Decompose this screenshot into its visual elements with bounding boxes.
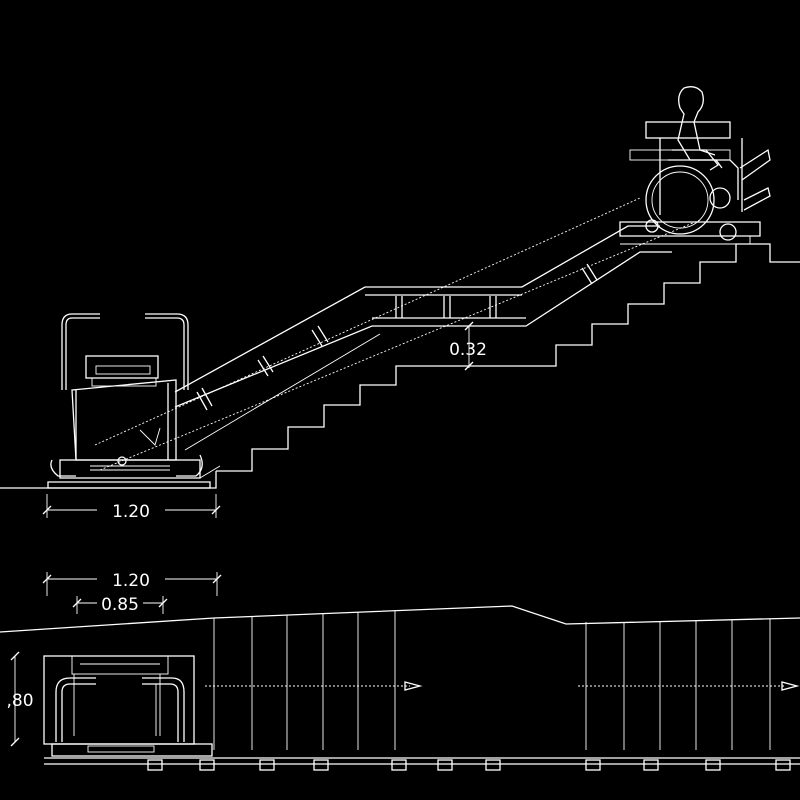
plan-rail-supports xyxy=(147,759,791,771)
stair-upper-flight xyxy=(520,243,800,367)
wheelchair-user-figure xyxy=(668,86,739,200)
elevation-view: 1.20 0.32 xyxy=(0,86,800,522)
plan-view: 1.20 0.85 ,80 xyxy=(0,571,800,771)
dim-label-plan-depth: ,80 xyxy=(6,691,33,711)
plan-top-edge xyxy=(0,605,800,633)
plan-stair-treads xyxy=(213,611,771,750)
dimension-plan-platform: 0.85 xyxy=(72,595,168,615)
dimension-plan-depth: ,80 xyxy=(6,651,34,747)
plan-platform-lift xyxy=(43,655,213,757)
ground-line-lower xyxy=(0,471,217,489)
dim-label-plan-overall: 1.20 xyxy=(112,571,150,591)
lower-platform-lift xyxy=(47,313,211,489)
dimension-plan-overall: 1.20 xyxy=(42,571,222,596)
dimension-rail-clearance: 0.32 xyxy=(449,321,487,371)
rail-supports xyxy=(196,263,598,411)
rail-outer xyxy=(174,225,660,393)
arrow-right xyxy=(781,681,800,691)
rail-lower-line xyxy=(184,333,381,479)
travel-line-1 xyxy=(94,197,641,446)
rail-inner xyxy=(174,251,672,408)
dim-label-elevation-width: 1.20 xyxy=(112,502,150,522)
upper-wheelchair-lift xyxy=(619,121,771,245)
arrow-right xyxy=(404,681,423,691)
plan-bottom-rail xyxy=(44,757,800,765)
dimension-elevation-width: 1.20 xyxy=(42,494,221,522)
dim-label-plan-platform: 0.85 xyxy=(101,595,139,615)
stair-lower-flight xyxy=(216,365,520,472)
dim-label-rail-clearance: 0.32 xyxy=(449,340,487,360)
travel-line-2 xyxy=(99,219,701,471)
